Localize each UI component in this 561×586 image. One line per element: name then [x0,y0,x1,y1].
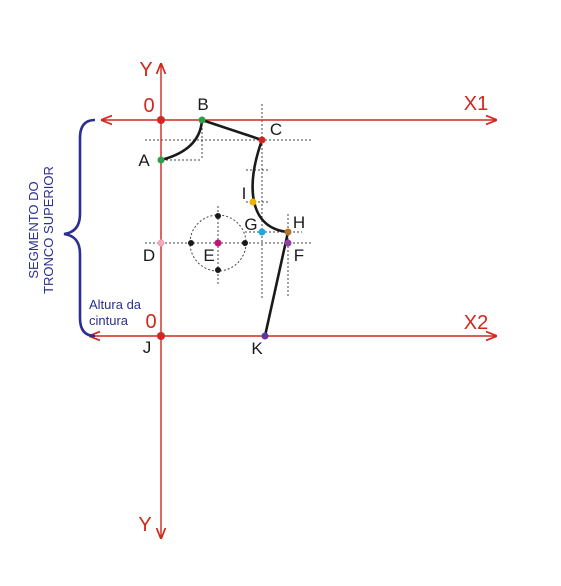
point-b-dot [198,116,206,124]
construction-lines [145,104,312,300]
side-label-line1: SEGMENTO DO [26,181,41,278]
brace [63,118,96,338]
x1-label: X1 [464,93,488,115]
points [157,116,292,340]
point-c-label: C [270,120,282,139]
point-h-dot [284,228,292,236]
point-a-label: A [138,151,150,170]
origin-bottom-label: 0 [145,311,156,333]
waist-note-line1: Altura da [89,297,142,312]
axes [90,64,496,538]
point-j-label: J [143,338,152,357]
waist-note-line2: cintura [89,313,129,328]
y-bottom-label: Y [138,514,151,536]
point-b-label: B [197,95,208,114]
origin-bottom-point [157,332,165,340]
point-e-dot [214,239,222,247]
y-top-label: Y [139,59,152,81]
point-g-dot [258,228,266,236]
point-d-dot [157,239,165,247]
aux-dot [242,240,248,246]
shoulder-line [200,118,264,142]
aux-dot [215,267,221,273]
neckline-curve [159,118,204,162]
point-e-label: E [203,246,214,265]
origin-top-point [157,116,165,124]
point-h-label: H [293,213,305,232]
point-g-label: G [244,215,257,234]
side-seam-line [263,230,290,338]
x2-label: X2 [464,312,488,334]
point-i-dot [249,198,257,206]
point-k-dot [261,332,269,340]
point-d-label: D [143,246,155,265]
point-f-dot [284,239,292,247]
origin-top-label: 0 [143,95,154,117]
aux-dot [188,240,194,246]
pattern-curves [159,118,290,338]
armhole-curve [251,138,290,234]
point-k-label: K [251,339,263,358]
side-label-group: SEGMENTO DO TRONCO SUPERIOR [26,166,56,294]
side-label-line2: TRONCO SUPERIOR [41,166,56,294]
point-f-label: F [294,246,304,265]
point-i-label: I [242,184,247,203]
aux-dot [215,213,221,219]
point-c-dot [258,136,266,144]
point-a-dot [157,156,165,164]
